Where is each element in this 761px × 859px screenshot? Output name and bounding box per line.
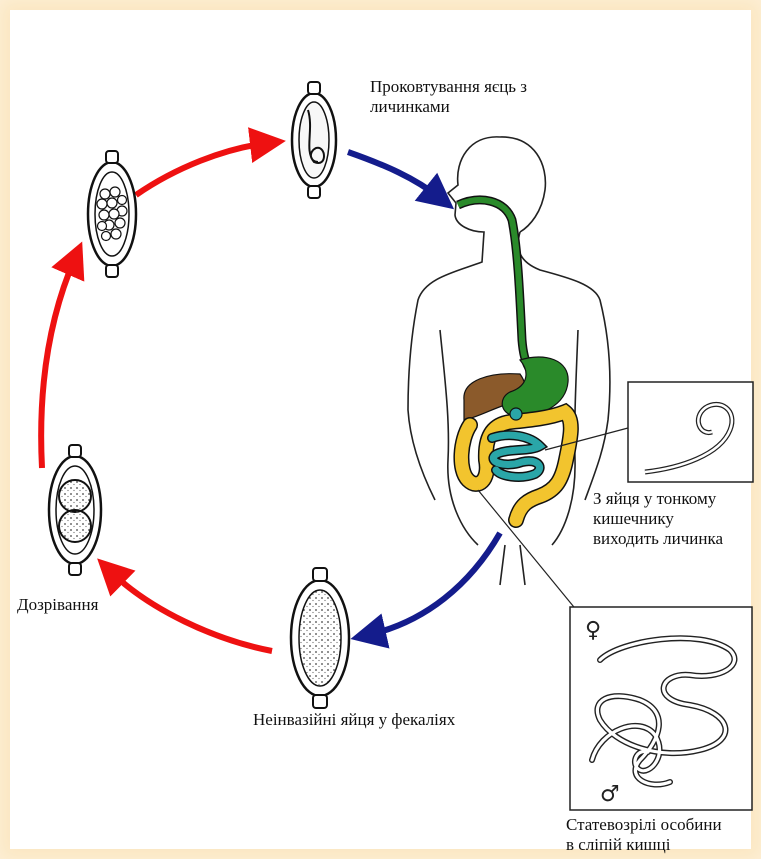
red-arrow-two-cell-to-morula <box>41 258 75 468</box>
label-larva-line3: виходить личинка <box>593 529 723 549</box>
label-adults-line1: Статевозрілі особини <box>566 815 722 835</box>
male-symbol: ♂ <box>600 782 620 807</box>
egg-two-cell-icon <box>49 445 101 575</box>
egg-granular-icon <box>291 568 349 708</box>
label-swallowing-line2: личинками <box>370 97 527 117</box>
human-body-icon <box>408 137 610 585</box>
red-arrow-morula-to-larva-egg <box>136 143 268 195</box>
red-arrow-egg-to-maturation <box>110 571 272 651</box>
label-larva-line1: З яйця у тонкому <box>593 489 723 509</box>
label-larva-hatching: З яйця у тонкому кишечнику виходить личи… <box>593 489 723 549</box>
female-symbol: ♀ <box>585 618 601 643</box>
blue-arrow-to-feces <box>368 533 500 635</box>
label-swallowing-line1: Проковтування яєць з <box>370 77 527 97</box>
pointer-line-larva <box>545 428 628 450</box>
blue-arrow-to-mouth <box>348 152 440 198</box>
label-larva-line2: кишечнику <box>593 509 723 529</box>
label-adults-line2: в сліпій кишці <box>566 835 722 855</box>
label-adult-worms: Статевозрілі особини в сліпій кишці <box>566 815 722 855</box>
larva-icon <box>628 382 753 482</box>
egg-larva-icon <box>292 82 336 198</box>
label-swallowing: Проковтування яєць з личинками <box>370 77 527 117</box>
label-maturation: Дозрівання <box>17 595 98 615</box>
egg-morula-icon <box>88 151 136 277</box>
label-eggs-in-feces: Неінвазійні яйця у фекаліях <box>253 710 455 730</box>
